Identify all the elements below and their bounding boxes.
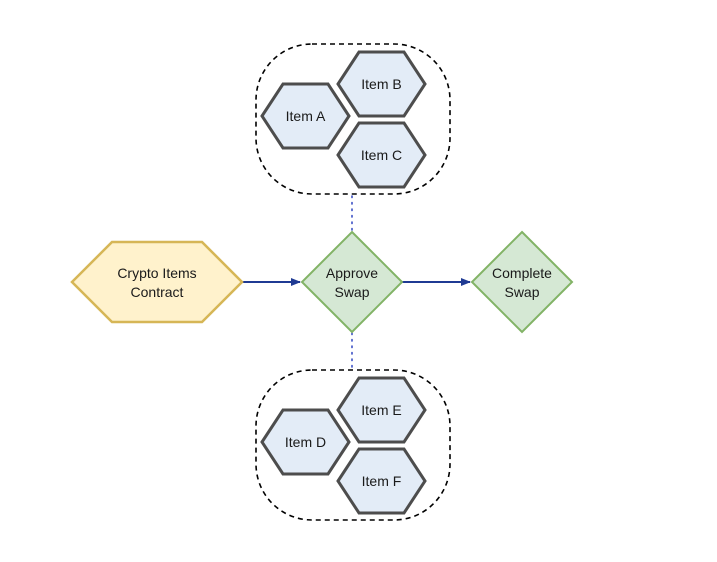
complete-label-line2: Swap — [504, 284, 539, 300]
item-d-node[interactable]: Item D — [260, 408, 351, 476]
item-e-label: Item E — [361, 402, 401, 418]
complete-diamond — [470, 230, 574, 334]
item-b-label: Item B — [361, 76, 401, 92]
top-item-group — [255, 43, 451, 195]
item-e-node[interactable]: Item E — [336, 376, 427, 444]
item-b-hexagon — [336, 50, 427, 118]
approve-swap-node[interactable]: Approve Swap — [300, 230, 404, 334]
item-c-node[interactable]: Item C — [336, 121, 427, 189]
item-b-node[interactable]: Item B — [336, 50, 427, 118]
crypto-items-contract-node[interactable]: Crypto Items Contract — [70, 240, 244, 324]
bottom-item-group — [255, 369, 451, 521]
item-d-label: Item D — [285, 434, 326, 450]
approve-diamond — [300, 230, 404, 334]
complete-label-line1: Complete — [492, 265, 552, 281]
item-d-hexagon — [260, 408, 351, 476]
contract-label-line2: Contract — [131, 284, 184, 300]
item-e-hexagon — [336, 376, 427, 444]
complete-swap-node[interactable]: Complete Swap — [470, 230, 574, 334]
item-c-hexagon — [336, 121, 427, 189]
approve-label-line1: Approve — [326, 265, 378, 281]
item-f-hexagon — [336, 447, 427, 515]
item-a-node[interactable]: Item A — [260, 82, 351, 150]
contract-hexagon — [70, 240, 244, 324]
approve-label-line2: Swap — [334, 284, 369, 300]
item-c-label: Item C — [361, 147, 402, 163]
contract-label-line1: Crypto Items — [117, 265, 196, 281]
item-f-label: Item F — [362, 473, 402, 489]
item-f-node[interactable]: Item F — [336, 447, 427, 515]
item-a-hexagon — [260, 82, 351, 150]
item-a-label: Item A — [286, 108, 326, 124]
